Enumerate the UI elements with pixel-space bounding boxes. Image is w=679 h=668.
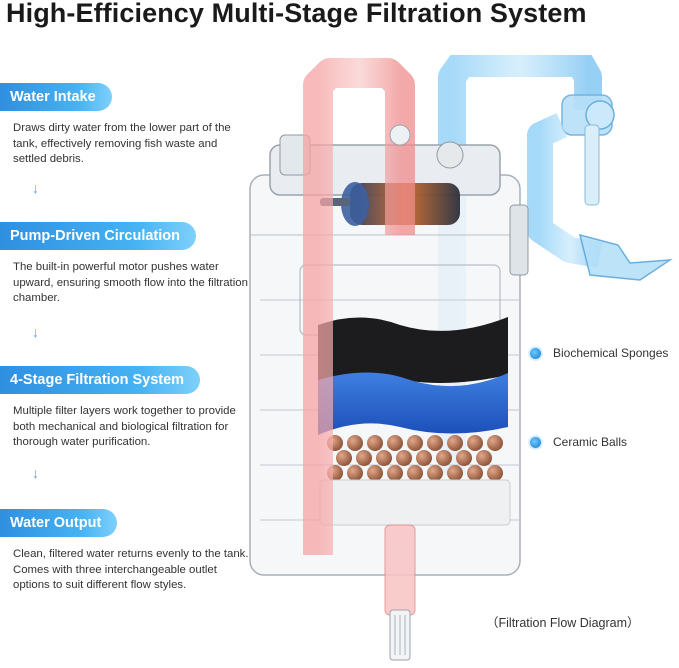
ceramic-ball xyxy=(367,435,383,451)
ceramic-ball xyxy=(436,450,452,466)
ceramic-ball xyxy=(336,450,352,466)
ceramic-ball xyxy=(427,465,443,481)
ceramic-ball xyxy=(356,450,372,466)
diagram-caption: （Filtration Flow Diagram） xyxy=(486,616,640,630)
step-label-filtration-system: 4-Stage Filtration System xyxy=(0,366,201,394)
step-water-intake: Water Intake Draws dirty water from the … xyxy=(0,83,250,168)
step-text-water-intake: Draws dirty water from the lower part of… xyxy=(13,122,231,165)
ceramic-ball xyxy=(427,435,443,451)
arrow-down-icon: ↓ xyxy=(32,465,39,481)
callout-label-ceramic: Ceramic Balls xyxy=(553,435,628,449)
step-label-water-output: Water Output xyxy=(0,509,118,537)
ceramic-ball xyxy=(467,435,483,451)
callout-dot-icon xyxy=(530,436,541,448)
ceramic-ball xyxy=(416,450,432,466)
step-filtration-system: 4-Stage Filtration System Multiple filte… xyxy=(0,366,250,451)
step-label-pump-circulation: Pump-Driven Circulation xyxy=(0,222,196,250)
ceramic-ball xyxy=(476,450,492,466)
ceramic-ball xyxy=(447,435,463,451)
ceramic-ball xyxy=(367,465,383,481)
arrow-down-icon: ↓ xyxy=(32,324,39,340)
ceramic-ball xyxy=(447,465,463,481)
step-water-output: Water Output Clean, filtered water retur… xyxy=(0,509,250,594)
ceramic-ball xyxy=(487,435,503,451)
ceramic-ball xyxy=(467,465,483,481)
ceramic-ball xyxy=(487,465,503,481)
arrow-down-icon: ↓ xyxy=(32,180,39,196)
callout-dot-icon xyxy=(530,347,541,359)
callout-ceramic-balls: Ceramic Balls xyxy=(530,435,627,449)
ceramic-ball xyxy=(347,465,363,481)
ceramic-ball xyxy=(456,450,472,466)
step-pump-circulation: Pump-Driven Circulation The built-in pow… xyxy=(0,222,250,307)
callout-biochemical-sponges: Biochemical Sponges xyxy=(530,346,668,360)
step-label-water-intake: Water Intake xyxy=(0,83,112,111)
step-text-water-output: Clean, filtered water returns evenly to … xyxy=(13,548,249,591)
callout-label-sponges: Biochemical Sponges xyxy=(553,346,669,360)
page-title: High-Efficiency Multi-Stage Filtration S… xyxy=(6,0,587,28)
intake-pipe xyxy=(303,58,416,661)
step-text-filtration-system: Multiple filter layers work together to … xyxy=(13,405,236,448)
step-text-pump-circulation: The built-in powerful motor pushes water… xyxy=(13,261,248,304)
filter-device-illustration xyxy=(249,55,673,661)
ceramic-ball xyxy=(347,435,363,451)
filter-cotton xyxy=(319,479,511,526)
